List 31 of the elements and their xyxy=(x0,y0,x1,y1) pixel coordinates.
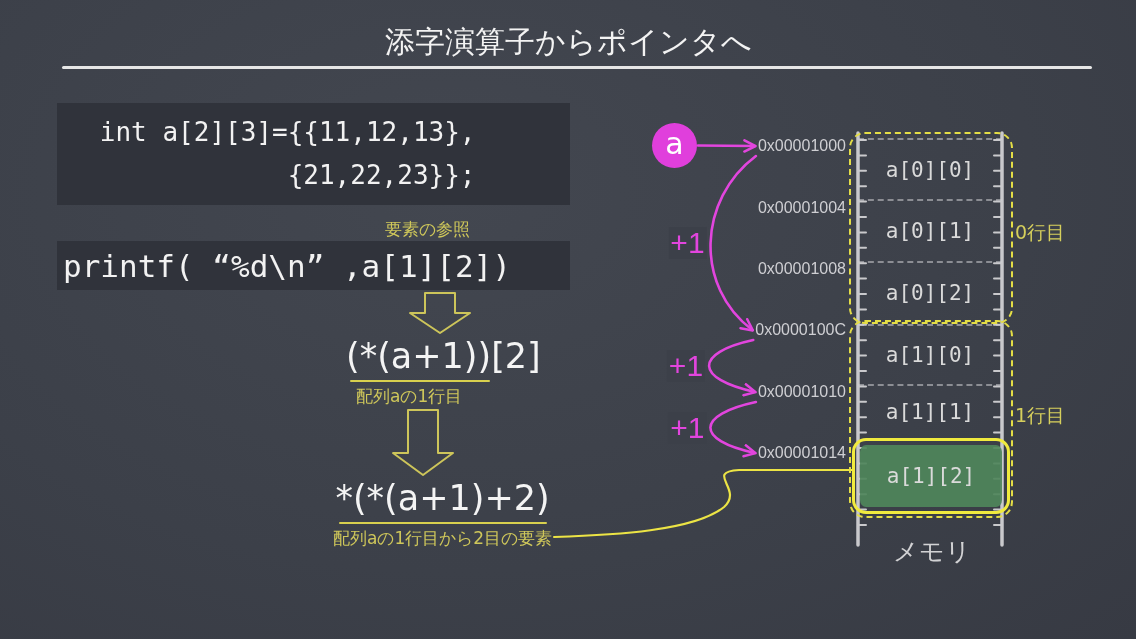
memory-cell: a[1][0] xyxy=(858,324,1002,384)
arrow xyxy=(696,139,757,153)
memory-caption: メモリ xyxy=(893,537,971,567)
address-text: 0x00001010 xyxy=(757,383,846,401)
code-expression: *(*(a+1)+2) xyxy=(335,478,550,518)
annotation-text: 配列aの1行目 xyxy=(356,385,463,407)
annotation-text: 要素の参照 xyxy=(385,219,470,239)
annotation-text: 配列aの1行目から2目の要素 xyxy=(333,527,553,549)
edge-label: +1 xyxy=(668,227,707,259)
address-text: 0x00001004 xyxy=(757,199,846,217)
leader-line xyxy=(552,468,854,539)
address-text: 0x00001014 xyxy=(757,444,846,462)
hollow-arrow xyxy=(409,292,471,334)
row-label: 1行目 xyxy=(1015,403,1066,427)
address-text: 0x0000100C xyxy=(755,321,846,339)
address-text: 0x00001000 xyxy=(757,137,846,155)
code-text: int a[2][3]={{11,12,13}, {21,22,23}}; xyxy=(98,116,476,192)
pointer-circle: a xyxy=(652,123,697,168)
code-expression: (*(a+1))[2] xyxy=(346,336,541,376)
arrow xyxy=(709,400,758,458)
memory-cell: a[0][1] xyxy=(858,199,1002,261)
row-label: 0行目 xyxy=(1015,220,1066,244)
slide-title: 添字演算子からポインタへ xyxy=(384,23,752,61)
memory-cell: a[0][2] xyxy=(858,261,1002,322)
code-text: printf( “%d\n” ,a[1][2]) xyxy=(63,247,511,286)
hollow-arrow xyxy=(392,409,454,476)
address-text: 0x00001008 xyxy=(757,260,846,278)
highlighted-memory-cell: a[1][2] xyxy=(852,438,1010,514)
memory-cell: a[0][0] xyxy=(858,138,1002,199)
arrow xyxy=(707,338,757,397)
arrow xyxy=(709,154,758,332)
